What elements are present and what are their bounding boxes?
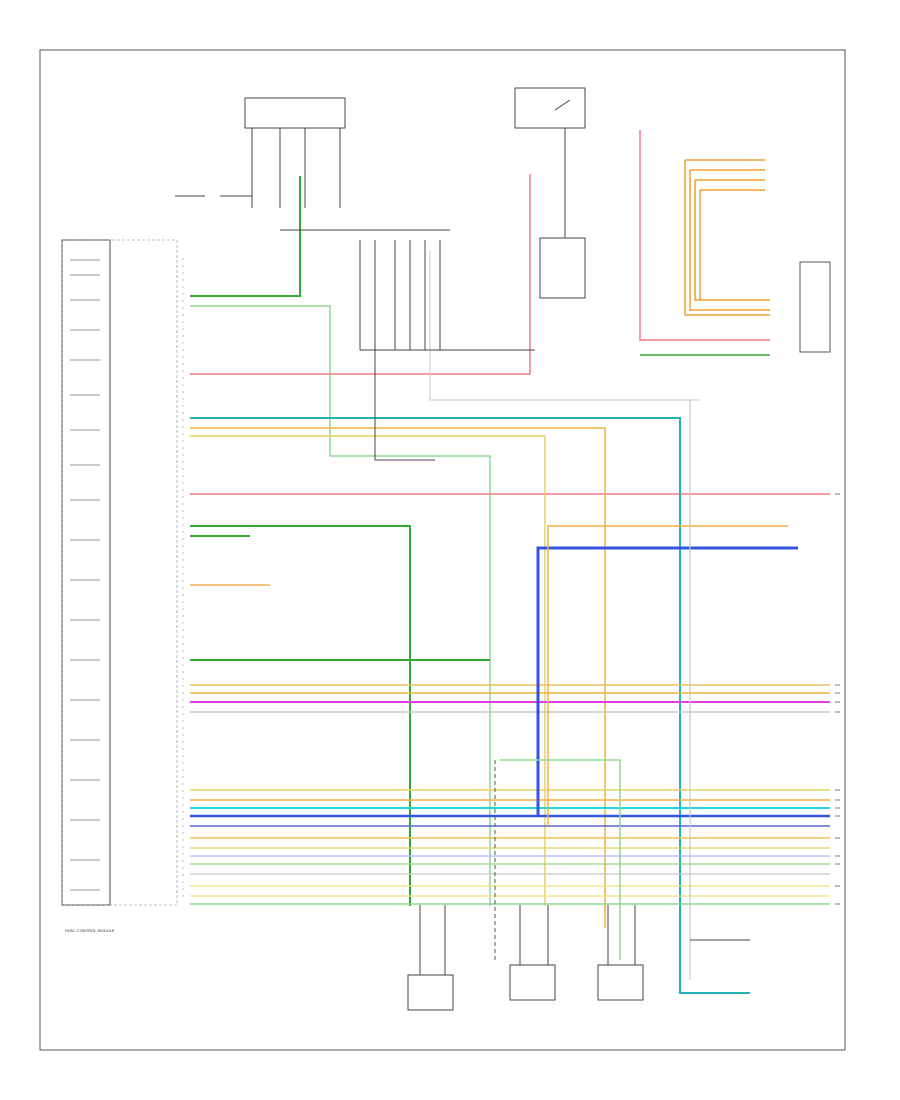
sensor-block-right bbox=[684, 159, 831, 353]
hvac-control-module: HVAC CONTROL MODULE bbox=[61, 239, 178, 933]
top-relay-module bbox=[175, 87, 586, 299]
diagram-border bbox=[39, 49, 846, 1051]
hvac-module-label: HVAC CONTROL MODULE bbox=[65, 928, 115, 933]
connector-stubs bbox=[280, 229, 535, 461]
wire-bundle-horizontal bbox=[190, 174, 830, 994]
right-terminals bbox=[835, 493, 840, 905]
bottom-sensors bbox=[407, 905, 644, 1011]
wire-bundle-vertical bbox=[429, 130, 798, 980]
